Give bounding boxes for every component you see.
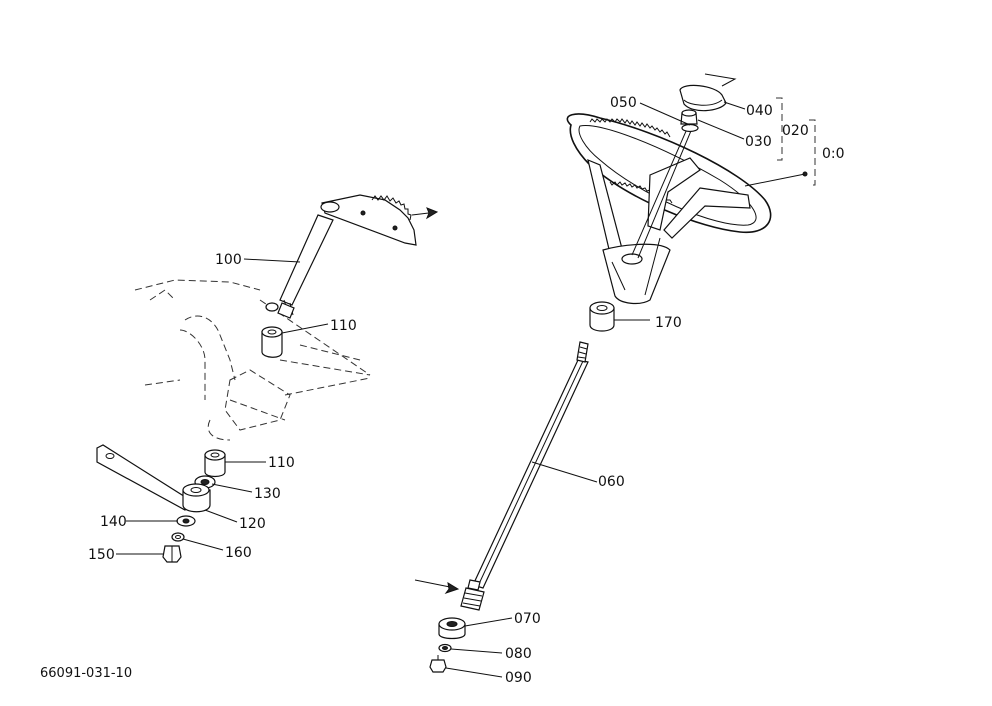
label-070: 070 (514, 611, 541, 627)
label-010: 0:0 (822, 146, 845, 162)
label-100: 100 (215, 252, 242, 268)
steering-wheel-010 (566, 113, 772, 305)
label-110-lower: 110 (268, 455, 295, 471)
label-130: 130 (254, 486, 281, 502)
group-brackets (744, 97, 816, 187)
label-150: 150 (88, 547, 115, 563)
nut-150 (162, 545, 182, 563)
label-120: 120 (239, 516, 266, 532)
shaft-100 (277, 214, 334, 319)
label-110-upper: 110 (330, 318, 357, 334)
bushing-110-lower (204, 449, 226, 478)
label-040: 040 (746, 103, 773, 119)
label-080: 080 (505, 646, 532, 662)
direction-arrow-upper (411, 207, 439, 220)
label-090: 090 (505, 670, 532, 686)
bearing-070 (438, 617, 513, 640)
nut-030 (680, 109, 698, 125)
label-170: 170 (655, 315, 682, 331)
label-050: 050 (610, 95, 637, 111)
figure-code: 66091-031-10 (40, 666, 132, 681)
leader-lines-left (116, 258, 329, 555)
washer-160 (171, 532, 185, 542)
label-020: 020 (782, 123, 809, 139)
washer-140 (176, 515, 196, 527)
label-160: 160 (225, 545, 252, 561)
sector-gear (320, 194, 417, 246)
bolt-090 (429, 655, 503, 678)
leader-lines-upper-right (639, 101, 746, 140)
washer-050 (681, 123, 699, 133)
washer-080 (438, 643, 503, 654)
bushing-110-upper (261, 302, 283, 358)
label-030: 030 (745, 134, 772, 150)
cap-040 (679, 73, 737, 112)
label-140: 140 (100, 514, 127, 530)
pinion-gear (460, 579, 485, 611)
direction-arrow-lower (414, 579, 460, 594)
label-060: 060 (598, 474, 625, 490)
shaft-060 (472, 341, 598, 589)
arm-120 (96, 444, 211, 513)
frame-outline (134, 279, 371, 441)
bushing-170 (589, 301, 650, 332)
part-labels: 050 040 020 030 0:0 170 060 070 080 090 … (40, 95, 845, 686)
